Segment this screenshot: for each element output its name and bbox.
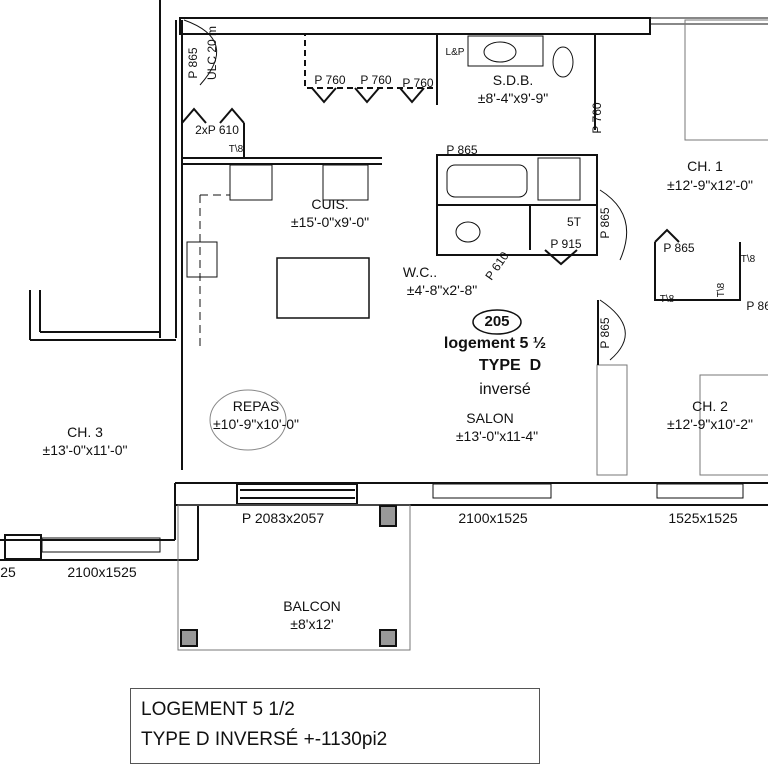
pantry <box>304 33 438 89</box>
room-name-kitchen: CUIS. <box>311 196 349 212</box>
unit-type: TYPE D <box>478 357 542 374</box>
room-name-living: SALON <box>466 410 514 426</box>
room-size-ch2: ±12'-9"x10'-2" <box>666 416 754 432</box>
room-size-ch3: ±13'-0"x11'-0" <box>42 442 128 458</box>
door-bath-label: P 865 <box>446 143 478 157</box>
door-pantry-label: P 760 <box>360 73 392 87</box>
exterior-wall <box>0 482 768 561</box>
stove <box>229 164 273 201</box>
toilet <box>552 46 574 78</box>
door-ch2-label: P 865 <box>598 317 612 349</box>
room-name-balcony: BALCON <box>283 598 341 614</box>
bathtub <box>446 164 528 198</box>
window-label: 1525x1525 <box>668 510 738 526</box>
bed-1 <box>684 19 768 141</box>
room-size-wc: ±4'-8"x2'-8" <box>406 282 478 298</box>
patio-door-label: P 2083x2057 <box>241 510 325 526</box>
sofa <box>596 364 628 476</box>
room-name-wc: W.C.. <box>402 264 438 280</box>
balcony-post <box>379 629 397 647</box>
dining-table <box>209 389 287 451</box>
room-name-ch2: CH. 2 <box>692 398 728 414</box>
bed-2 <box>699 374 768 476</box>
room-id-badge <box>472 309 522 335</box>
room-size-ch1: ±12'-9"x12'-0" <box>666 177 754 193</box>
title-line-2: TYPE D INVERSÉ +-1130pi2 <box>141 729 388 750</box>
fridge <box>322 164 369 201</box>
title-block: LOGEMENT 5 1/2 TYPE D INVERSÉ +-1130pi2 <box>130 688 540 764</box>
door-sdb-side-label: P 760 <box>590 102 604 134</box>
unit-number: 205 <box>484 313 510 330</box>
window-label: 25 <box>0 564 16 580</box>
room-name-ch1: CH. 1 <box>687 158 723 174</box>
room-size-bathroom: ±8'-4"x9'-9" <box>477 90 549 106</box>
room-name-dining: REPAS <box>232 398 280 414</box>
door-ch2-closet-label: P 865 <box>746 299 768 313</box>
room-size-balcony: ±8'x12' <box>290 616 334 632</box>
laundry-label: L&P <box>445 47 465 58</box>
title-line-1: LOGEMENT 5 1/2 <box>141 699 295 720</box>
balcony-post <box>180 629 198 647</box>
patio-door <box>236 483 358 505</box>
shelf-label: T\8 <box>659 294 675 305</box>
shelf-label: T\8 <box>716 282 727 298</box>
closet-5t-label: 5T <box>566 215 582 229</box>
unit-name: logement 5 ½ <box>443 335 547 352</box>
top-wall <box>179 17 651 35</box>
door-entry-note: ULC 20 m <box>205 25 219 81</box>
door-closet-label: 2xP 610 <box>195 123 239 137</box>
room-size-dining: ±10'-9"x10'-0" <box>212 416 300 432</box>
wc-toilet <box>455 221 481 243</box>
balcony-outline <box>177 504 411 651</box>
shelf-label: T\8 <box>228 144 244 155</box>
sink <box>186 241 218 278</box>
window-label: 2100x1525 <box>67 564 137 580</box>
door-pantry-label: P 760 <box>314 73 346 87</box>
room-size-kitchen: ±15'-0"x9'-0" <box>290 214 370 230</box>
door-pantry-label: P 760 <box>402 76 434 90</box>
room-name-bathroom: S.D.B. <box>492 72 534 88</box>
door-entry-label: P 865 <box>186 47 200 79</box>
door-ch1-label: P 865 <box>598 207 612 239</box>
shower <box>537 157 581 201</box>
balcony-post <box>379 505 397 527</box>
unit-variant: inversé <box>479 381 531 398</box>
island <box>276 257 370 319</box>
room-name-ch3: CH. 3 <box>67 424 103 440</box>
window-2100-1 <box>432 483 552 499</box>
shelf-label: T\8 <box>740 254 756 265</box>
window-label: 2100x1525 <box>458 510 528 526</box>
window-1525 <box>656 483 744 499</box>
room-size-living: ±13'-0"x11-4" <box>455 428 539 444</box>
door-ch1-closet-label: P 865 <box>663 241 695 255</box>
vanity <box>467 35 544 67</box>
door-closet-915-label: P 915 <box>550 237 582 251</box>
